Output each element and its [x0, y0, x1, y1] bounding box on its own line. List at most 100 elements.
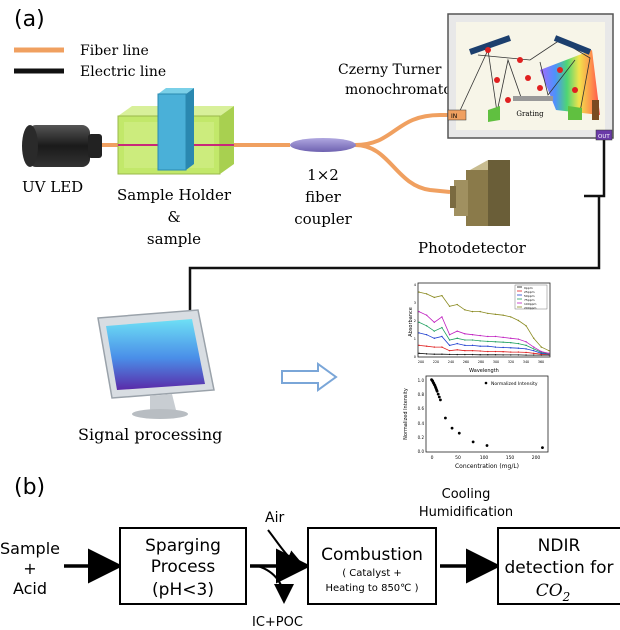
ic-poc-label: IC+POC	[252, 615, 303, 630]
absorbance-point	[494, 335, 497, 338]
intensity-point	[450, 426, 454, 430]
absorbance-point	[448, 353, 451, 356]
ndir-label-2: detection for	[504, 558, 613, 578]
photodetector-label: Photodetector	[418, 239, 527, 257]
absorbance-point	[471, 339, 474, 341]
abs-legend-1: 25ppm	[524, 290, 535, 294]
co2-label: CO2	[536, 581, 571, 604]
intensity-point	[444, 416, 447, 420]
absorbance-point	[487, 350, 489, 353]
absorbance-series-100ppm	[418, 311, 550, 354]
absorbance-point	[533, 348, 535, 350]
absorbance-point	[533, 346, 535, 348]
absorbance-point	[517, 319, 520, 322]
sample-label: Sample	[0, 539, 60, 558]
absorbance-point	[540, 346, 543, 348]
absorbance-point	[471, 349, 474, 352]
coupler-label-2: fiber	[305, 188, 341, 206]
absorbance-point	[433, 321, 435, 323]
absorbance-point	[517, 347, 520, 349]
absorbance-xlabel: Wavelength	[469, 368, 499, 374]
ndir-box	[497, 527, 620, 605]
abs-xtick-7: 340	[523, 360, 529, 364]
absorbance-point	[494, 350, 497, 353]
abs-legend-4: 100ppm	[524, 302, 537, 306]
absorbance-series-50ppm	[418, 332, 550, 355]
electric-legend-label: Electric line	[80, 64, 166, 80]
absorbance-legend-items: 0ppm 25ppm 50ppm 75ppm 100ppm 200ppm	[524, 286, 537, 310]
intensity-legend-label: Normalized Intensity	[491, 381, 538, 387]
humidification-label: Humidification	[419, 505, 513, 520]
absorbance-point	[510, 341, 512, 344]
abs-xtick-5: 300	[493, 360, 499, 364]
absorbance-point	[433, 346, 435, 348]
sparging-label-2: Process	[151, 557, 216, 577]
absorbance-point	[494, 313, 497, 315]
port-in-label: IN	[451, 113, 457, 120]
coupler-label-3: coupler	[294, 210, 352, 228]
abs-ytick-1: 1	[414, 337, 416, 341]
absorbance-point	[456, 337, 458, 339]
intensity-xticks: 0 50 100 150 200	[431, 455, 541, 461]
absorbance-point	[517, 351, 520, 353]
cooling-label: Cooling	[442, 487, 491, 502]
absorbance-point	[487, 335, 489, 338]
right-arrow-icon	[281, 362, 338, 392]
absorbance-point	[525, 351, 527, 354]
air-label: Air	[265, 510, 284, 526]
absorbance-point	[425, 334, 428, 336]
absorbance-point	[441, 326, 443, 329]
absorbance-point	[471, 353, 474, 356]
absorbance-point	[548, 349, 550, 352]
intensity-chart: Normalized Intensity Concentration (mg/L…	[403, 375, 549, 470]
intensity-yticks: 0.0 0.2 0.4 0.6 0.8 1.0	[418, 378, 425, 454]
absorbance-point	[456, 353, 458, 356]
ndir-label-1: NDIR	[538, 536, 581, 556]
port-out-label: OUT	[598, 134, 610, 140]
absorbance-point	[418, 321, 420, 323]
plus-label: +	[23, 559, 36, 578]
int-ytick-5: 1.0	[418, 378, 425, 383]
panel-a-label: (a)	[14, 7, 45, 32]
intensity-point	[457, 431, 461, 435]
monochromator-label-1: Czerny Turner	[338, 62, 442, 78]
sample-holder-label-3: sample	[147, 230, 201, 248]
electric-lines	[188, 140, 606, 322]
absorbance-point	[441, 335, 443, 338]
absorbance-point	[448, 344, 451, 347]
abs-legend-5: 200ppm	[524, 306, 537, 310]
int-xtick-4: 200	[532, 455, 541, 461]
absorbance-point	[441, 294, 443, 297]
intensity-point	[439, 398, 442, 402]
absorbance-point	[533, 349, 535, 352]
absorbance-point	[540, 350, 543, 353]
absorbance-point	[487, 354, 489, 356]
abs-xtick-8: 360	[538, 360, 544, 364]
sparging-label-3: (pH<3)	[152, 580, 214, 600]
absorbance-point	[502, 351, 504, 353]
absorbance-point	[525, 348, 527, 350]
absorbance-legend-box	[514, 284, 548, 310]
absorbance-point	[479, 340, 481, 342]
absorbance-point	[464, 333, 466, 335]
absorbance-point	[479, 310, 481, 313]
coupler-label-1: 1×2	[307, 166, 339, 184]
absorbance-point	[471, 344, 474, 347]
absorbance-point	[425, 293, 428, 295]
absorbance-point	[548, 352, 550, 355]
intensity-point	[471, 440, 475, 444]
fiber-to-monochromator	[354, 113, 455, 147]
absorbance-point	[433, 296, 435, 299]
grating-label: Grating	[516, 110, 544, 118]
abs-ytick-4: 4	[414, 283, 417, 287]
uv-led-label: UV LED	[22, 178, 83, 196]
absorbance-point	[433, 353, 435, 355]
sparging-label-1: Sparging	[145, 536, 221, 556]
absorbance-point	[464, 339, 466, 341]
absorbance-point	[448, 334, 451, 336]
fiber-legend-label: Fiber line	[80, 43, 149, 59]
absorbance-point	[448, 339, 451, 341]
absorbance-point	[464, 344, 466, 347]
absorbance-point	[510, 337, 512, 339]
combustion-box	[307, 527, 437, 605]
